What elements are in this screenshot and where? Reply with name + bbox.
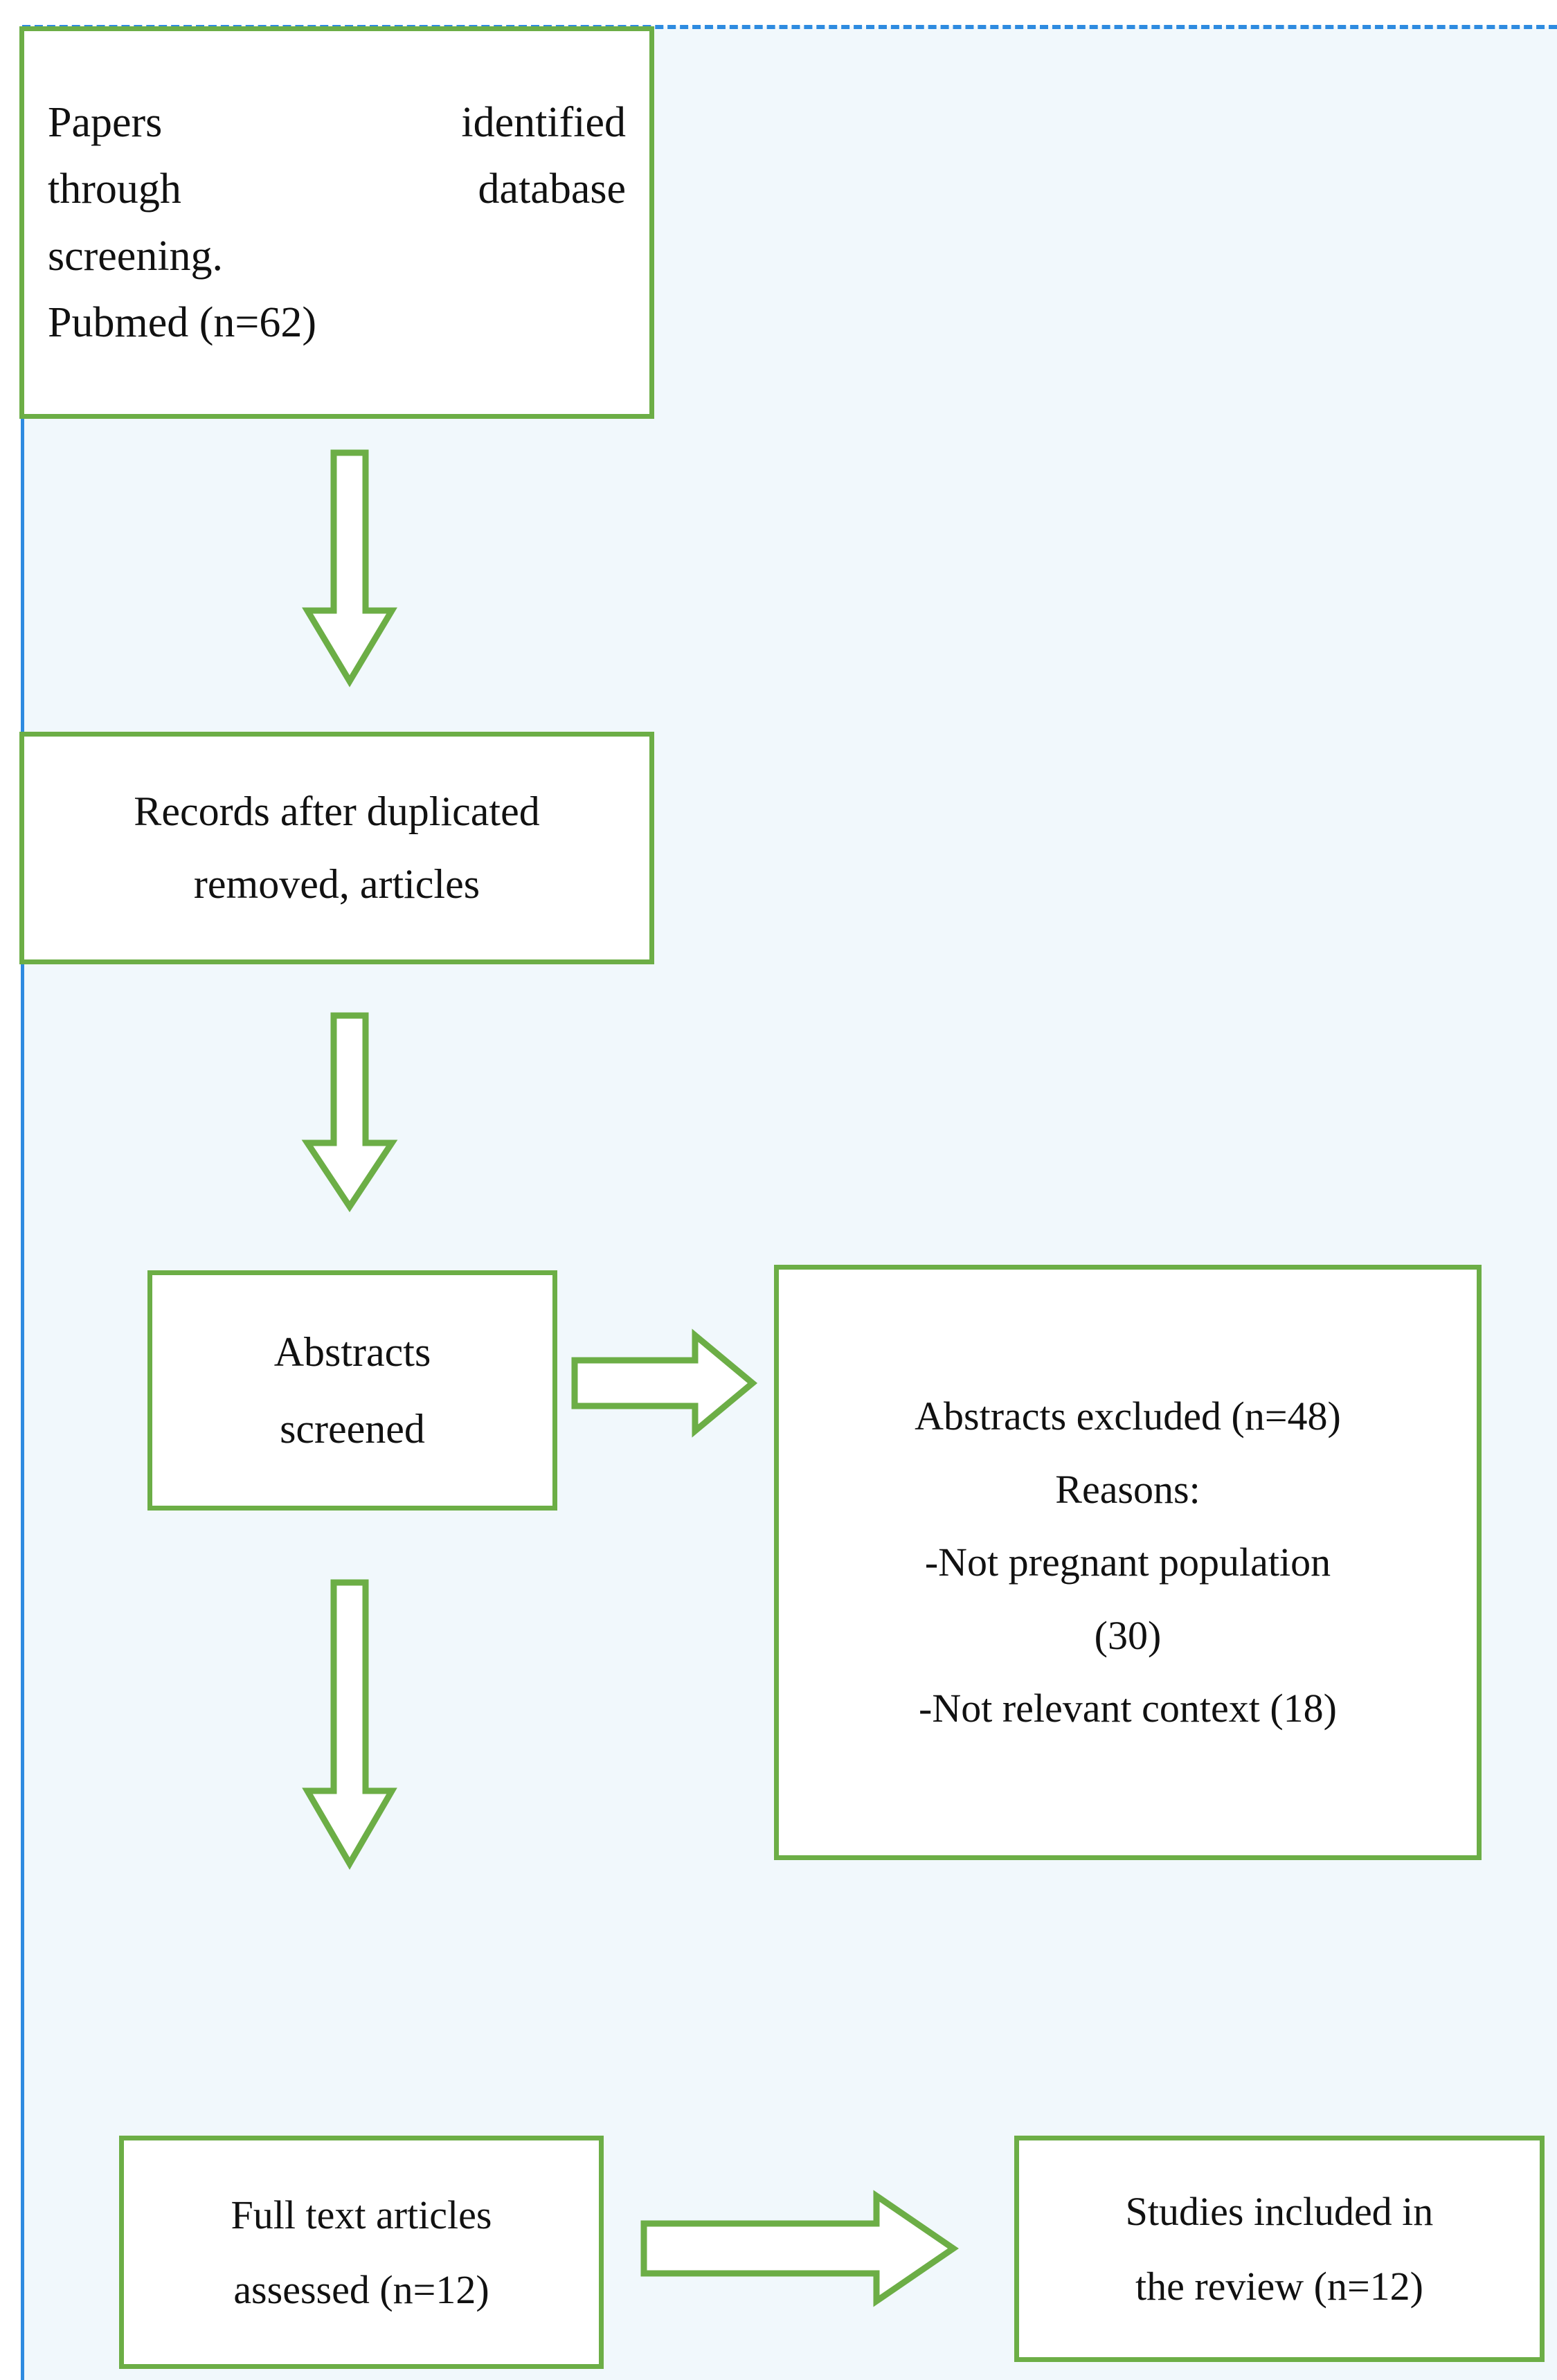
abstracts-excluded-line-2: Reasons:	[1055, 1466, 1200, 1512]
abstracts-screened-box[interactable]: Abstracts screened	[147, 1270, 557, 1511]
studies-included-box[interactable]: Studies included in the review (n=12)	[1014, 2136, 1545, 2362]
papers-identified-box[interactable]: Papers identified through database scree…	[19, 26, 654, 419]
left-margin-rule	[21, 26, 24, 2380]
arrow-down-icon	[302, 449, 397, 687]
abstracts-excluded-line-4: (30)	[1094, 1612, 1162, 1658]
full-text-assessed-line-2: assessed (n=12)	[233, 2266, 489, 2312]
abstracts-excluded-line-1: Abstracts excluded (n=48)	[915, 1394, 1341, 1439]
abstracts-excluded-box[interactable]: Abstracts excluded (n=48) Reasons: -Not …	[774, 1265, 1482, 1860]
arrow-right-icon	[571, 1328, 758, 1438]
papers-identified-line-3: screening.	[48, 232, 224, 280]
arrow-down-icon	[302, 1579, 397, 1870]
abstracts-screened-line-1: Abstracts	[273, 1328, 431, 1375]
abstracts-excluded-line-3: -Not pregnant population	[924, 1540, 1331, 1585]
abstracts-screened-line-2: screened	[280, 1405, 425, 1452]
records-after-duplicates-line-2: removed, articles	[193, 861, 480, 907]
papers-identified-line-4: Pubmed (n=62)	[48, 298, 316, 346]
abstracts-excluded-line-5: -Not relevant context (18)	[919, 1686, 1337, 1731]
studies-included-line-1: Studies included in	[1125, 2189, 1434, 2235]
papers-identified-line-1: Papers identified	[48, 99, 626, 147]
top-dashed-rule	[22, 25, 1557, 29]
studies-included-line-2: the review (n=12)	[1135, 2263, 1423, 2309]
arrow-down-icon	[301, 1012, 398, 1213]
records-after-duplicates-box[interactable]: Records after duplicated removed, articl…	[19, 732, 654, 964]
arrow-right-icon	[640, 2190, 959, 2307]
full-text-assessed-box[interactable]: Full text articles assessed (n=12)	[119, 2136, 604, 2369]
full-text-assessed-line-1: Full text articles	[231, 2192, 492, 2238]
records-after-duplicates-line-1: Records after duplicated	[134, 788, 540, 834]
papers-identified-line-2: through database	[48, 165, 626, 213]
